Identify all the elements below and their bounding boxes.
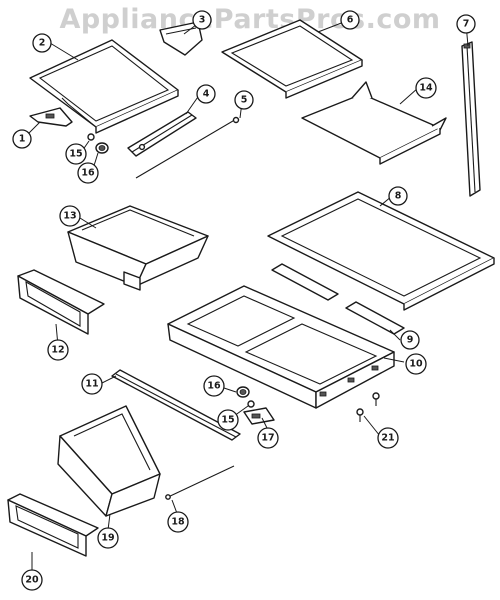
svg-text:9: 9 — [407, 335, 414, 346]
callout-1: 1 — [12, 129, 32, 149]
part-screws-21 — [356, 392, 380, 422]
part-shelf-frame — [29, 39, 179, 134]
callout-4: 4 — [196, 84, 216, 104]
svg-text:6: 6 — [347, 15, 354, 26]
part-cap-upper — [95, 142, 109, 154]
callout-15-upper: 15 — [65, 143, 87, 165]
part-rod-5 — [135, 116, 240, 179]
callout-18: 18 — [167, 511, 189, 533]
svg-text:5: 5 — [241, 95, 248, 106]
callout-16-upper: 16 — [77, 162, 99, 184]
svg-text:7: 7 — [463, 19, 470, 30]
part-bracket-shelf — [301, 81, 447, 165]
callout-3: 3 — [192, 10, 212, 30]
part-screw-upper — [87, 133, 95, 141]
svg-text:20: 20 — [25, 575, 39, 586]
svg-text:18: 18 — [171, 517, 185, 528]
callout-17: 17 — [257, 427, 279, 449]
svg-text:4: 4 — [203, 89, 210, 100]
callout-10: 10 — [405, 353, 427, 375]
svg-text:21: 21 — [381, 433, 394, 444]
callout-7: 7 — [456, 14, 476, 34]
part-drawer-front-lower — [7, 493, 99, 557]
part-rod-18 — [165, 465, 235, 500]
callout-14: 14 — [415, 77, 437, 99]
svg-text:3: 3 — [199, 15, 206, 26]
svg-text:13: 13 — [63, 211, 76, 222]
part-vertical-rail — [461, 41, 481, 197]
callout-9: 9 — [400, 330, 420, 350]
part-screw-lower — [247, 400, 255, 408]
part-slide-rail — [127, 111, 197, 157]
part-cap-lower — [236, 386, 250, 398]
svg-text:12: 12 — [51, 345, 64, 356]
svg-text:2: 2 — [39, 38, 46, 49]
svg-text:8: 8 — [395, 191, 402, 202]
svg-text:1: 1 — [19, 134, 26, 145]
svg-text:15: 15 — [221, 415, 234, 426]
part-long-strip — [111, 369, 241, 441]
callout-20: 20 — [21, 569, 43, 591]
svg-text:14: 14 — [419, 83, 433, 94]
part-trim-strips — [271, 263, 405, 335]
part-drawer-front-upper — [17, 269, 105, 335]
svg-text:16: 16 — [207, 381, 221, 392]
svg-text:11: 11 — [85, 379, 98, 390]
callout-2: 2 — [32, 33, 52, 53]
callout-11: 11 — [81, 373, 103, 395]
svg-text:10: 10 — [409, 359, 423, 370]
part-clip — [29, 107, 73, 127]
svg-text:16: 16 — [81, 168, 95, 179]
svg-text:17: 17 — [261, 433, 274, 444]
callout-16-lower: 16 — [203, 375, 225, 397]
part-glass-panel — [267, 191, 495, 311]
svg-text:19: 19 — [101, 533, 114, 544]
part-crisper-frame — [167, 285, 395, 409]
callout-8: 8 — [388, 186, 408, 206]
svg-text:15: 15 — [69, 149, 82, 160]
part-clip-lower — [243, 407, 275, 425]
callout-15-lower: 15 — [217, 409, 239, 431]
callout-19: 19 — [97, 527, 119, 549]
callout-6: 6 — [340, 10, 360, 30]
part-glass-shelf — [221, 19, 363, 99]
part-crisper-pan — [67, 205, 209, 291]
callout-21: 21 — [377, 427, 399, 449]
part-crisper-pan-lower — [57, 405, 161, 517]
callout-13: 13 — [59, 205, 81, 227]
callout-5: 5 — [234, 90, 254, 110]
callout-12: 12 — [47, 339, 69, 361]
